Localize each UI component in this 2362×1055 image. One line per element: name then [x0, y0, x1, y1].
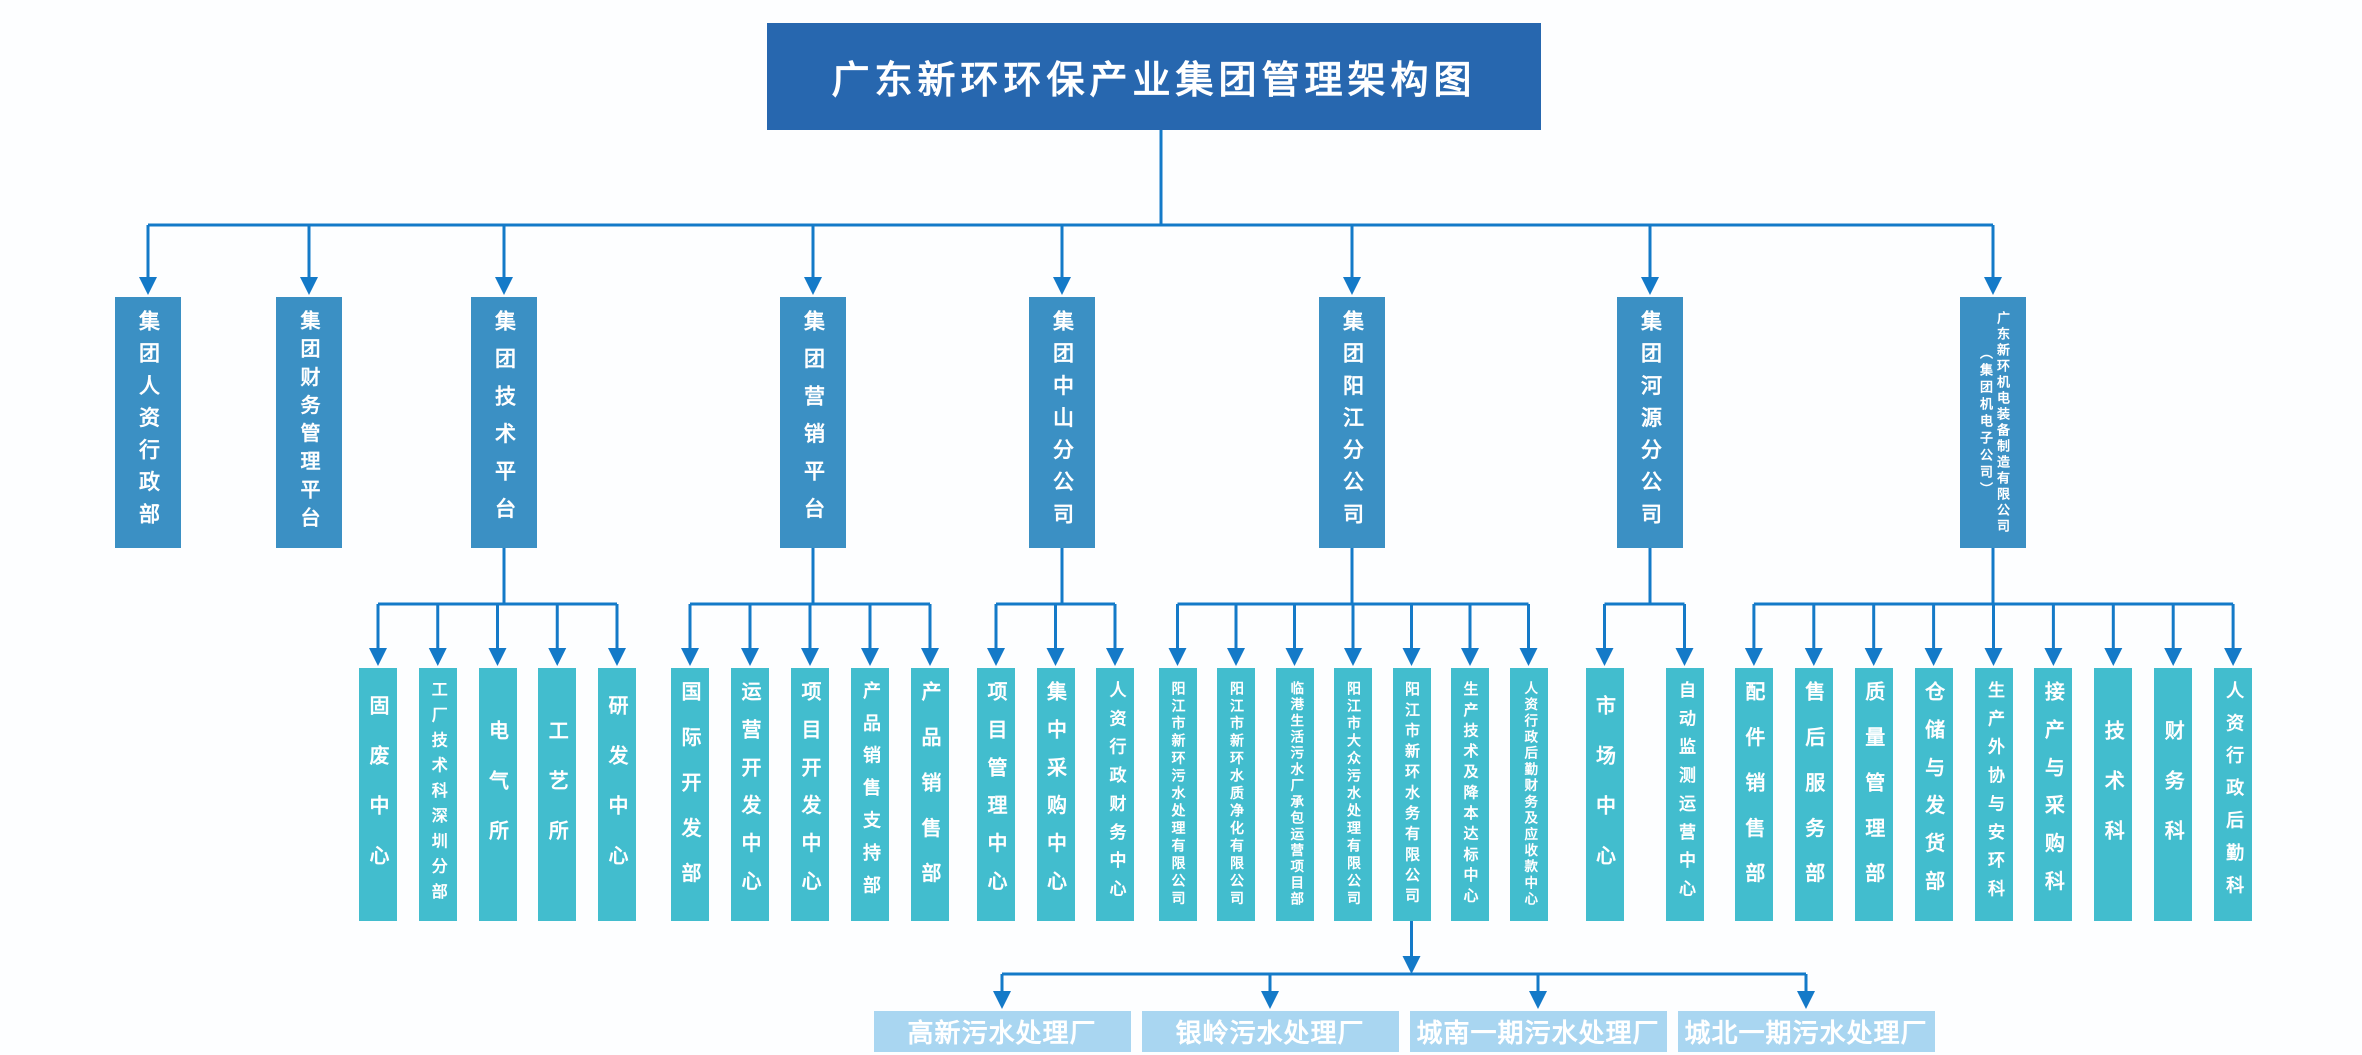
dept-label: 人资行政后勤科 [2223, 681, 2245, 908]
dept-box: 阳江市新环污水处理有限公司 [1158, 668, 1197, 921]
dept-box: 阳江市新环水质净化有限公司 [1217, 668, 1255, 921]
dept-box: 仓储与发货部 [1914, 668, 1953, 921]
dept-box: 产品销售支持部 [851, 668, 889, 921]
dept-box: 售后服务部 [1794, 668, 1833, 921]
dept-label: 生产技术及降本达标中心 [1461, 681, 1480, 908]
unit-box: 集团技术平台 [471, 297, 537, 548]
unit-label: 集团技术平台 [492, 310, 517, 535]
dept-box: 项目开发中心 [791, 668, 829, 921]
dept-label: 配件销售部 [1741, 681, 1766, 908]
dept-label: 集中采购中心 [1043, 681, 1068, 908]
dept-box: 配件销售部 [1734, 668, 1773, 921]
dept-label: 研发中心 [605, 694, 629, 895]
unit-box: 集团阳江分公司 [1319, 297, 1385, 548]
plant-label: 城南一期污水处理厂 [1416, 1019, 1660, 1049]
unit-label: 集团人资行政部 [136, 310, 161, 535]
dept-box: 人资行政后勤科 [2214, 668, 2253, 921]
dept-label: 市场中心 [1592, 694, 1617, 895]
dept-label: 阳江市大众污水处理有限公司 [1345, 681, 1361, 908]
dept-label: 人资行政财务中心 [1105, 681, 1126, 908]
dept-label: 生产外协与安环科 [1984, 681, 2004, 908]
dept-label: 接产与采购科 [2041, 681, 2066, 908]
dept-label: 固废中心 [366, 694, 390, 895]
dept-label: 国际开发部 [678, 681, 702, 908]
dept-box: 人资行政后勤财务及应收款中心 [1509, 668, 1548, 921]
unit-label: 集团中山分公司 [1050, 310, 1075, 535]
plant-label: 城北一期污水处理厂 [1684, 1019, 1928, 1049]
unit-sublabel: （集团机电子公司） [1977, 346, 1992, 499]
dept-box: 工艺所 [538, 668, 577, 921]
unit-label: 集团营销平台 [801, 310, 826, 535]
dept-label: 人资行政后勤财务及应收款中心 [1521, 681, 1538, 908]
dept-label: 工艺所 [545, 719, 570, 870]
plant-box: 银岭污水处理厂 [1141, 1011, 1399, 1052]
unit-box: 集团财务管理平台 [276, 297, 342, 548]
dept-box: 产品销售部 [911, 668, 949, 921]
dept-label: 产品销售支持部 [860, 681, 881, 908]
dept-box: 人资行政财务中心 [1096, 668, 1134, 921]
dept-box: 市场中心 [1585, 668, 1624, 921]
dept-box: 运营开发中心 [731, 668, 769, 921]
unit-box: 集团中山分公司 [1029, 297, 1095, 548]
dept-box: 项目管理中心 [977, 668, 1015, 921]
dept-label: 电气所 [485, 719, 510, 870]
unit-label: 集团河源分公司 [1638, 310, 1663, 535]
unit-label: 广东新环机电装备制造有限公司 [1994, 310, 2009, 535]
dept-label: 自动监测运营中心 [1675, 681, 1695, 908]
dept-label: 项目管理中心 [984, 681, 1008, 908]
plant-label: 银岭污水处理厂 [1175, 1019, 1365, 1049]
dept-box: 电气所 [478, 668, 517, 921]
unit-box: 集团营销平台 [780, 297, 846, 548]
dept-box: 阳江市大众污水处理有限公司 [1334, 668, 1372, 921]
dept-label: 项目开发中心 [798, 681, 822, 908]
dept-box: 生产技术及降本达标中心 [1451, 668, 1489, 921]
dept-label: 财务科 [2161, 719, 2186, 870]
dept-label: 工厂技术科深圳分部 [428, 681, 448, 908]
chart-title: 广东新环环保产业集团管理架构图 [767, 23, 1541, 130]
dept-label: 售后服务部 [1801, 681, 1826, 908]
dept-label: 技术科 [2101, 719, 2126, 870]
dept-label: 阳江市新环污水处理有限公司 [1169, 681, 1186, 908]
plant-box: 高新污水处理厂 [873, 1011, 1131, 1052]
dept-label: 临港生活污水厂承包运营项目部 [1287, 681, 1304, 908]
unit-label: 集团财务管理平台 [297, 310, 321, 535]
unit-label: 集团阳江分公司 [1340, 310, 1365, 535]
dept-box: 阳江市新环水务有限公司 [1392, 668, 1431, 921]
dept-box: 自动监测运营中心 [1665, 668, 1704, 921]
dept-box: 临港生活污水厂承包运营项目部 [1275, 668, 1314, 921]
dept-label: 仓储与发货部 [1921, 681, 1946, 908]
dept-box: 工厂技术科深圳分部 [418, 668, 457, 921]
unit-box: 广东新环机电装备制造有限公司（集团机电子公司） [1960, 297, 2026, 548]
dept-box: 接产与采购科 [2034, 668, 2073, 921]
dept-box: 研发中心 [598, 668, 636, 921]
dept-box: 技术科 [2094, 668, 2133, 921]
dept-label: 阳江市新环水质净化有限公司 [1228, 681, 1244, 908]
dept-label: 质量管理部 [1861, 681, 1886, 908]
unit-box: 集团人资行政部 [115, 297, 181, 548]
dept-box: 财务科 [2154, 668, 2193, 921]
dept-box: 国际开发部 [671, 668, 709, 921]
dept-box: 质量管理部 [1854, 668, 1893, 921]
dept-label: 阳江市新环水务有限公司 [1403, 681, 1421, 908]
dept-box: 固废中心 [359, 668, 397, 921]
dept-label: 产品销售部 [918, 681, 942, 908]
plant-box: 城南一期污水处理厂 [1409, 1011, 1667, 1052]
dept-box: 集中采购中心 [1036, 668, 1075, 921]
dept-box: 生产外协与安环科 [1974, 668, 2013, 921]
dept-label: 运营开发中心 [738, 681, 762, 908]
plant-label: 高新污水处理厂 [907, 1019, 1097, 1049]
plant-box: 城北一期污水处理厂 [1677, 1011, 1935, 1052]
unit-box: 集团河源分公司 [1617, 297, 1683, 548]
